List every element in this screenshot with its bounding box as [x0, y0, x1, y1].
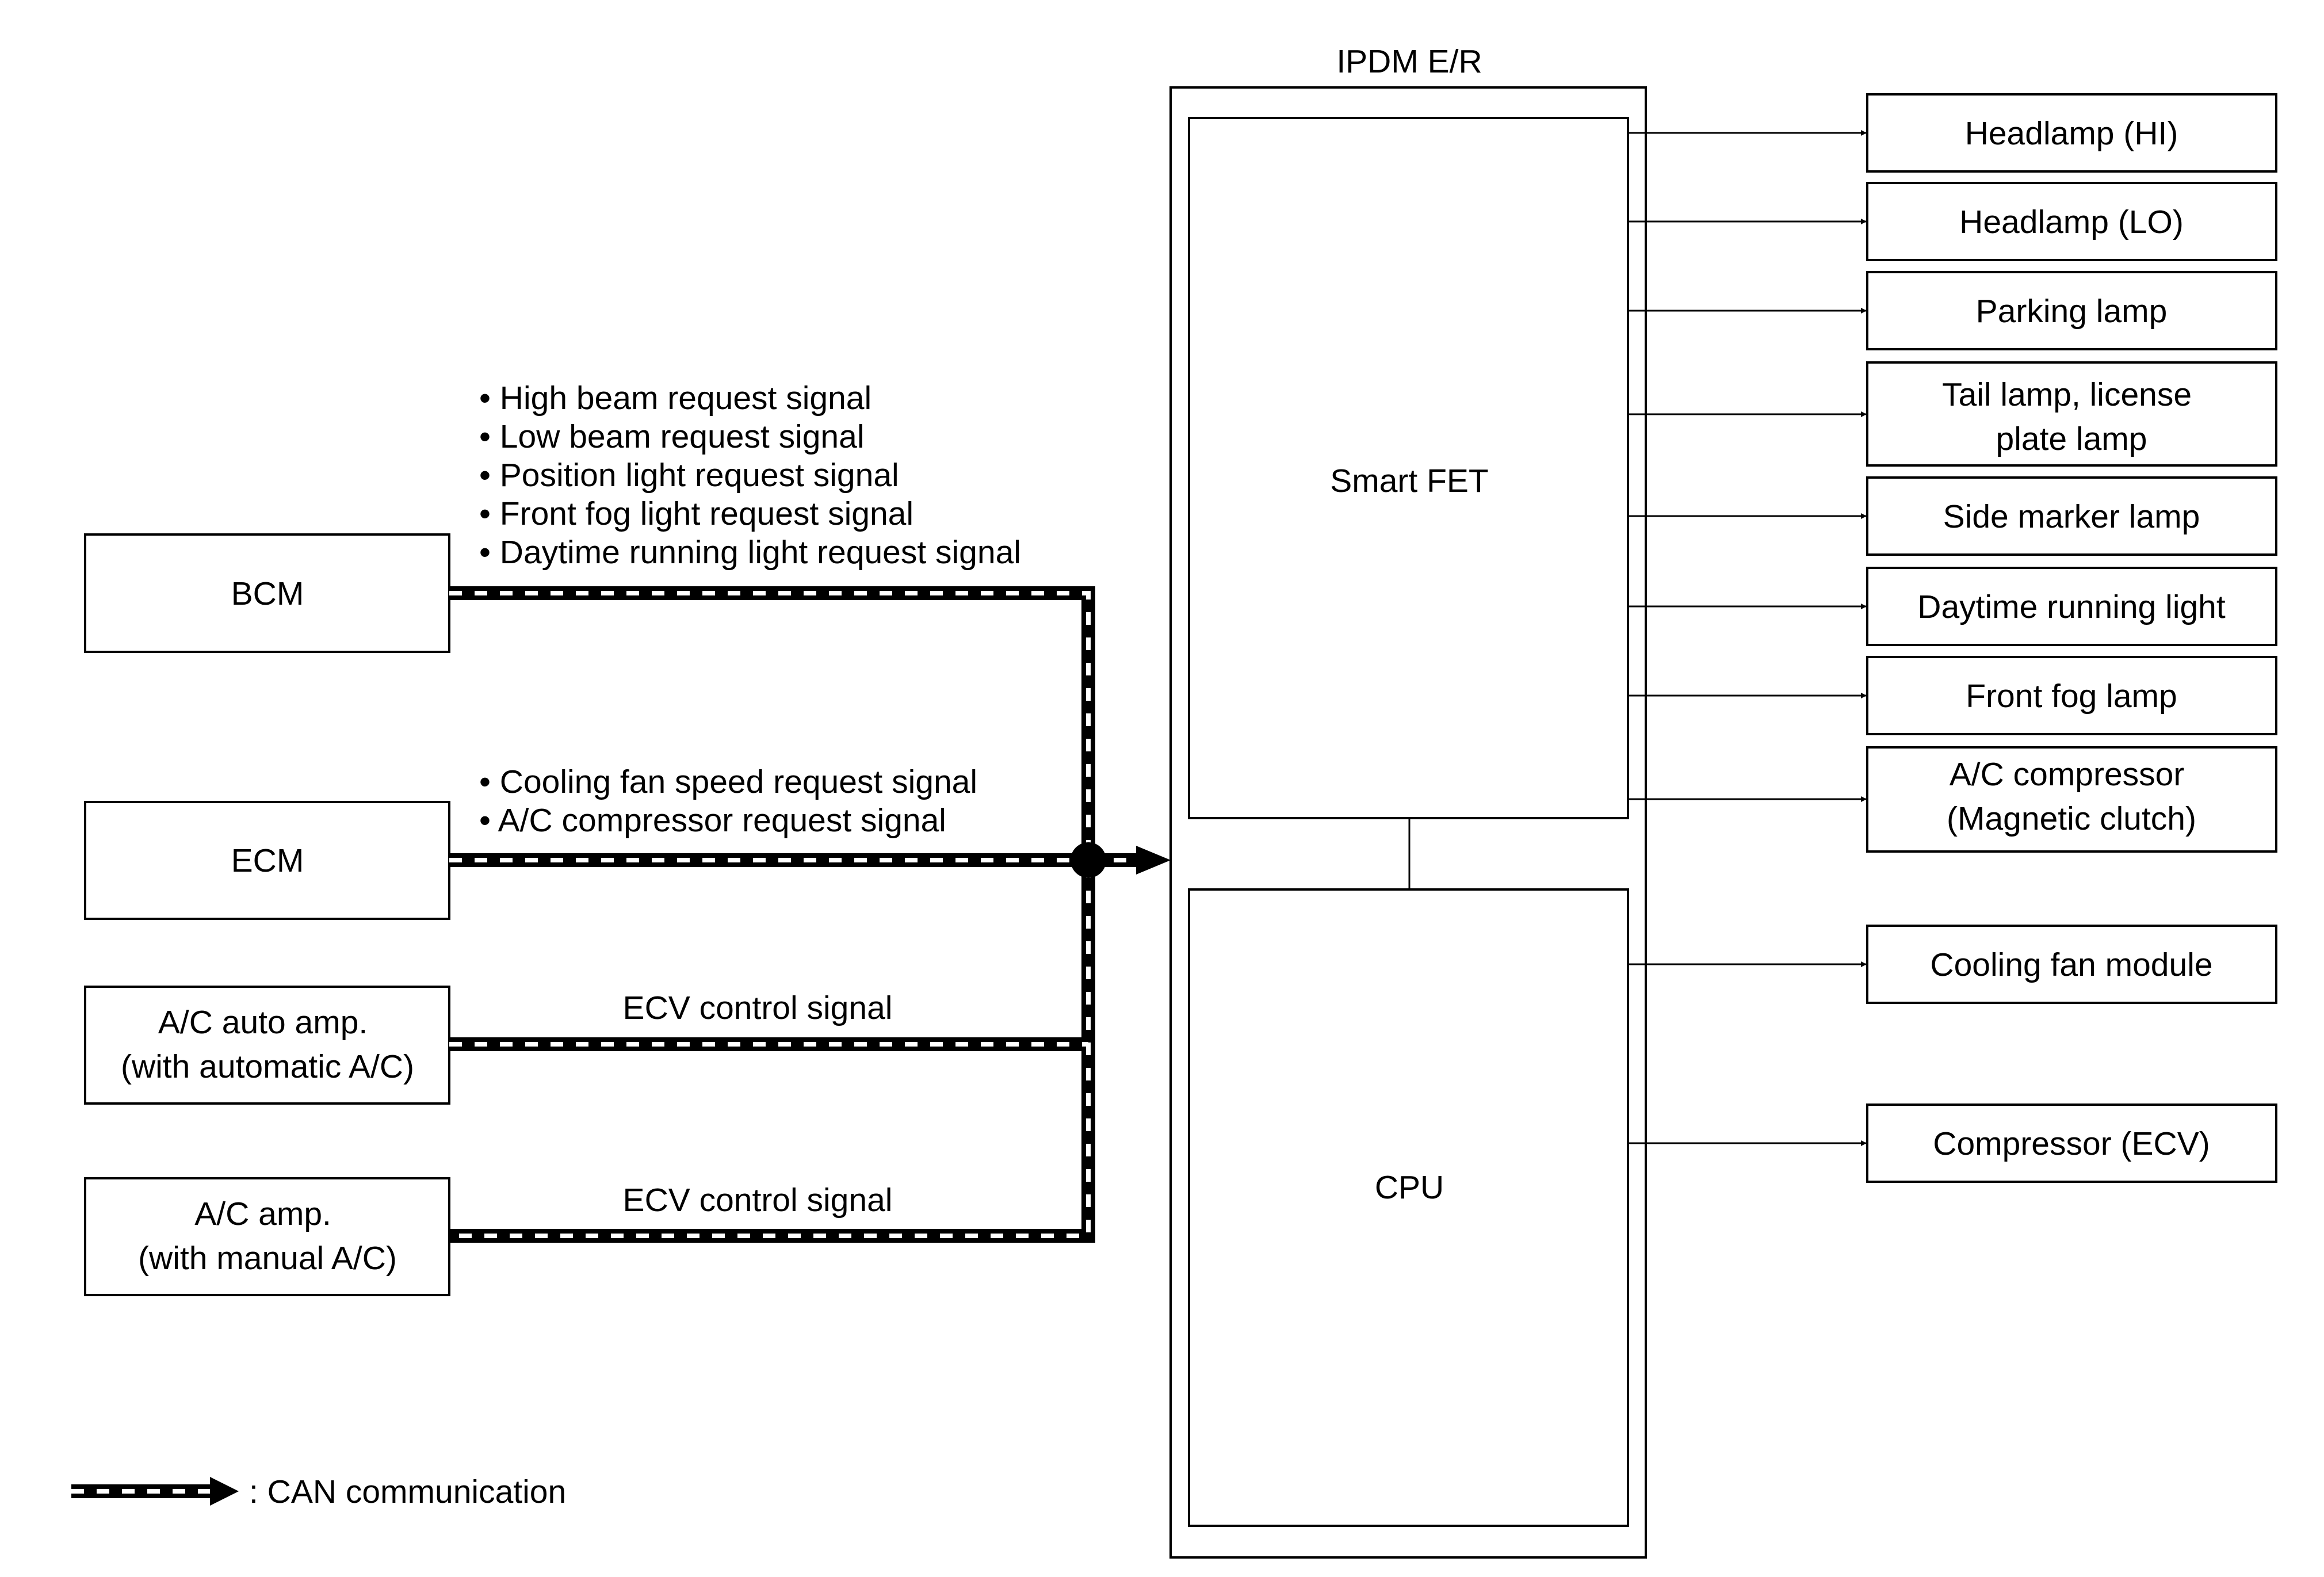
ac-auto-amp-signal-label: ECV control signal [623, 990, 893, 1026]
ipdm-title: IPDM E/R [1336, 43, 1482, 80]
ac-compressor-box [1866, 746, 2277, 853]
side-marker-box [1866, 476, 2277, 556]
compressor-ecv-box [1866, 1103, 2277, 1183]
ecm-signal-list: • Cooling fan speed request signal • A/C… [479, 763, 987, 839]
drl-label: Daytime running light [1917, 589, 2226, 625]
bcm-signal-list: • High beam request signal • Low beam re… [479, 380, 1021, 571]
cpu-box [1188, 888, 1629, 1527]
cooling-fan-label: Cooling fan module [1930, 946, 2212, 983]
parking-lamp-box [1866, 271, 2277, 350]
tail-lamp-label: Tail lamp, license plate lamp [1942, 376, 2201, 457]
cooling-fan-box [1866, 925, 2277, 1004]
ac-amp-signal-label: ECV control signal [623, 1182, 893, 1219]
ac-amp-label: A/C amp. (with manual A/C) [138, 1196, 397, 1277]
can-junction-dot [1071, 842, 1106, 878]
legend: : CAN communication [71, 1473, 566, 1510]
ac-amp-box [84, 1177, 450, 1296]
side-marker-label: Side marker lamp [1943, 498, 2200, 535]
headlamp-hi-label: Headlamp (HI) [1965, 115, 2178, 152]
bcm-label: BCM [231, 575, 304, 612]
headlamp-lo-label: Headlamp (LO) [1959, 204, 2184, 240]
legend-can-label: : CAN communication [249, 1473, 566, 1510]
legend-can-arrow-head [210, 1477, 239, 1506]
ecm-label: ECM [231, 842, 304, 879]
ac-auto-amp-label: A/C auto amp. (with automatic A/C) [121, 1004, 414, 1085]
tail-lamp-box [1866, 361, 2277, 467]
cpu-label: CPU [1375, 1169, 1444, 1206]
bcm-box [84, 533, 450, 653]
can-bus-lines [449, 586, 1136, 1243]
front-fog-box [1866, 656, 2277, 735]
parking-lamp-label: Parking lamp [1976, 293, 2168, 330]
headlamp-hi-box [1866, 93, 2277, 173]
front-fog-label: Front fog lamp [1966, 678, 2177, 715]
headlamp-lo-box [1866, 182, 2277, 261]
smart-fet-label: Smart FET [1330, 463, 1489, 499]
can-arrow-head [1136, 846, 1171, 875]
smart-fet-box [1188, 117, 1629, 819]
compressor-ecv-label: Compressor (ECV) [1933, 1125, 2210, 1162]
drl-box [1866, 567, 2277, 646]
ac-compressor-label: A/C compressor (Magnetic clutch) [1947, 756, 2196, 837]
